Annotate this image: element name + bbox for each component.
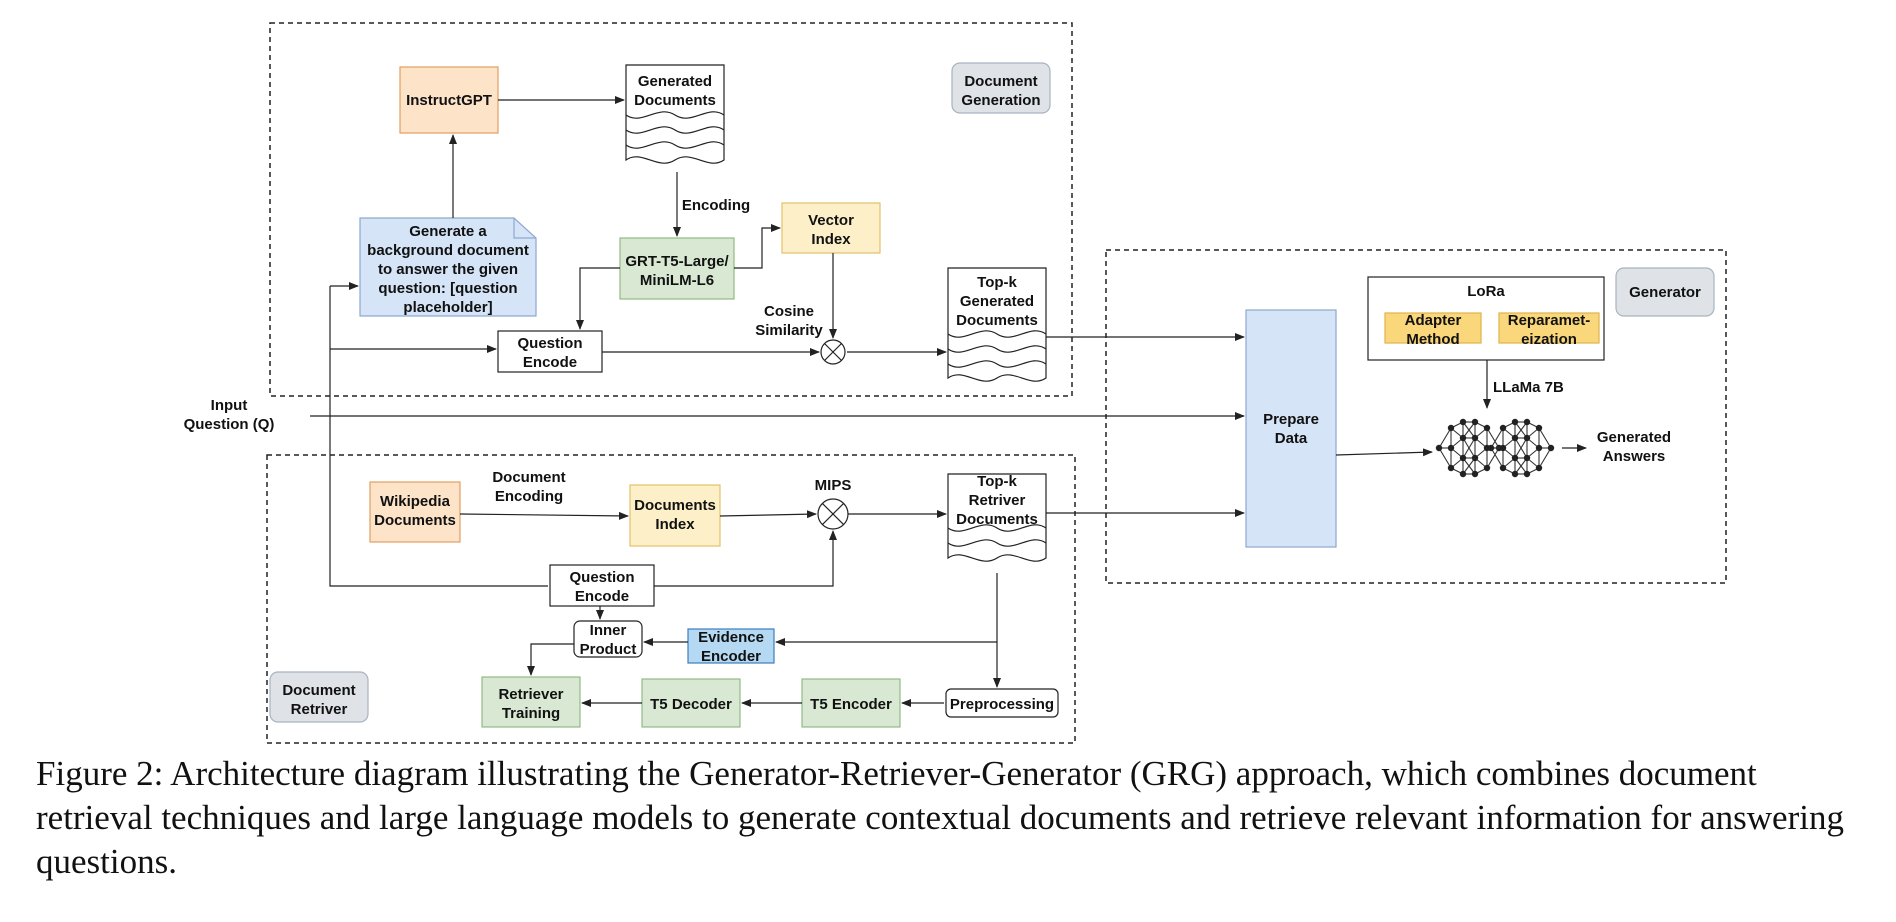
prompt-note-fold [513, 218, 536, 239]
doc-retriever-region [266, 454, 1076, 744]
t5-encoder-node [801, 678, 901, 728]
preprocessing-node [945, 688, 1059, 718]
doc-generation-region [269, 22, 1073, 397]
doc-retriever-tag [269, 671, 369, 723]
prompt-note-node [359, 217, 537, 317]
preprocessing-label: Preprocessing [950, 696, 1054, 713]
reparameterization-node [1498, 312, 1600, 344]
mips-label: MIPS [815, 477, 852, 494]
vector-index-node [781, 202, 881, 254]
cosine-similarity-op [820, 339, 846, 365]
question-encode-top-node [497, 330, 603, 373]
doc-generation-tag [951, 62, 1051, 114]
prepare-data-node [1245, 309, 1337, 548]
mips-op [817, 498, 849, 530]
t5-decoder-node [641, 678, 741, 728]
retriever-training-node [481, 676, 581, 728]
topk-retriever-node [947, 473, 1047, 562]
llama-network-icon [1435, 418, 1555, 478]
evidence-encoder-node [687, 628, 775, 664]
generated-docs-wave [625, 111, 725, 149]
generator-label: Generator [1629, 284, 1701, 301]
llama-label: LLaMa 7B [1493, 379, 1564, 396]
figure-caption: Figure 2: Architecture diagram illustrat… [36, 754, 1844, 881]
t5-decoder-label: T5 Decoder [650, 696, 732, 713]
reparameterization-label: Reparamet-eization [1508, 312, 1591, 348]
lora-label: LoRa [1467, 283, 1505, 300]
question-encode-bottom-node [549, 564, 655, 607]
inner-product-node [573, 620, 643, 658]
grt-model-label: GRT-T5-Large/MiniLM-L6 [625, 253, 729, 289]
wikipedia-documents-node [369, 481, 461, 543]
adapter-method-node [1384, 312, 1482, 344]
topk-generated-wave [947, 330, 1047, 368]
topk-retriever-wave [947, 524, 1047, 547]
instructgpt-label: InstructGPT [406, 92, 492, 109]
topk-generated-node [947, 267, 1047, 382]
connectors [310, 96, 1587, 707]
instructgpt-node [399, 66, 499, 134]
encoding-label: Encoding [682, 197, 750, 214]
generator-tag [1615, 267, 1715, 317]
generated-documents-node [625, 64, 725, 164]
t5-encoder-label: T5 Encoder [810, 696, 892, 713]
documents-index-node [629, 484, 721, 547]
